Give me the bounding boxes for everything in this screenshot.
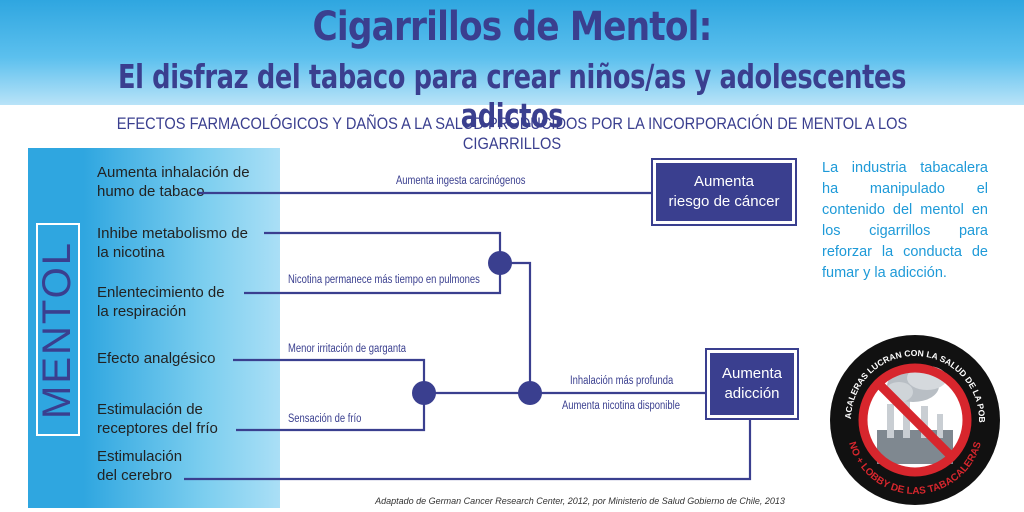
page-subtitle: El disfraz del tabaco para crear niños/a… xyxy=(117,57,907,135)
label-garganta: Menor irritación de garganta xyxy=(288,343,406,355)
line-analgesico xyxy=(233,358,426,393)
label-carcinogenos: Aumenta ingesta carcinógenos xyxy=(396,175,526,187)
header-banner: Cigarrillos de Mentol: El disfraz del ta… xyxy=(0,0,1024,135)
line-pulmones-to-merge xyxy=(500,261,532,393)
label-nicotina: Aumenta nicotina disponible xyxy=(562,400,680,412)
outcome-adiccion: Aumenta adicción xyxy=(705,348,799,420)
effect-cerebro: Estimulación del cerebro xyxy=(97,448,183,484)
node-merge xyxy=(518,381,542,405)
label-pulmones: Nicotina permanece más tiempo en pulmone… xyxy=(288,274,480,286)
mentol-panel xyxy=(28,148,280,508)
outcome-cancer: Aumenta riesgo de cáncer xyxy=(651,158,797,226)
label-inhalacion: Inhalación más profunda xyxy=(570,375,674,387)
effect-receptores-frio: Estimulación de receptores del frío xyxy=(97,401,218,437)
label-frio: Sensación de frío xyxy=(288,413,362,425)
source-note: Adaptado de German Cancer Research Cente… xyxy=(375,496,785,506)
effect-inhalacion: Aumenta inhalación de humo de tabaco xyxy=(97,164,250,200)
effect-analgesico: Efecto analgésico xyxy=(97,350,216,367)
node-garganta-frio xyxy=(412,381,436,405)
line-cerebro xyxy=(184,418,752,481)
page-title: Cigarrillos de Mentol: xyxy=(312,4,713,50)
line-frio xyxy=(236,393,426,432)
effect-metabolismo: Inhibe metabolismo de la nicotina xyxy=(97,225,248,261)
mentol-label-box xyxy=(36,223,80,436)
industry-note: La industria tabacalera ha manipulado el… xyxy=(822,160,988,281)
section-heading: EFECTOS FARMACOLÓGICOS Y DAÑOS A LA SALU… xyxy=(116,114,908,153)
effect-respiracion: Enlentecimiento de la respiración xyxy=(97,284,225,320)
node-pulmones xyxy=(488,251,512,275)
line-metabolismo xyxy=(264,231,502,263)
no-lobby-badge: LAS TABACALERAS LUCRAN CON LA SALUD DE L… xyxy=(829,334,1000,505)
